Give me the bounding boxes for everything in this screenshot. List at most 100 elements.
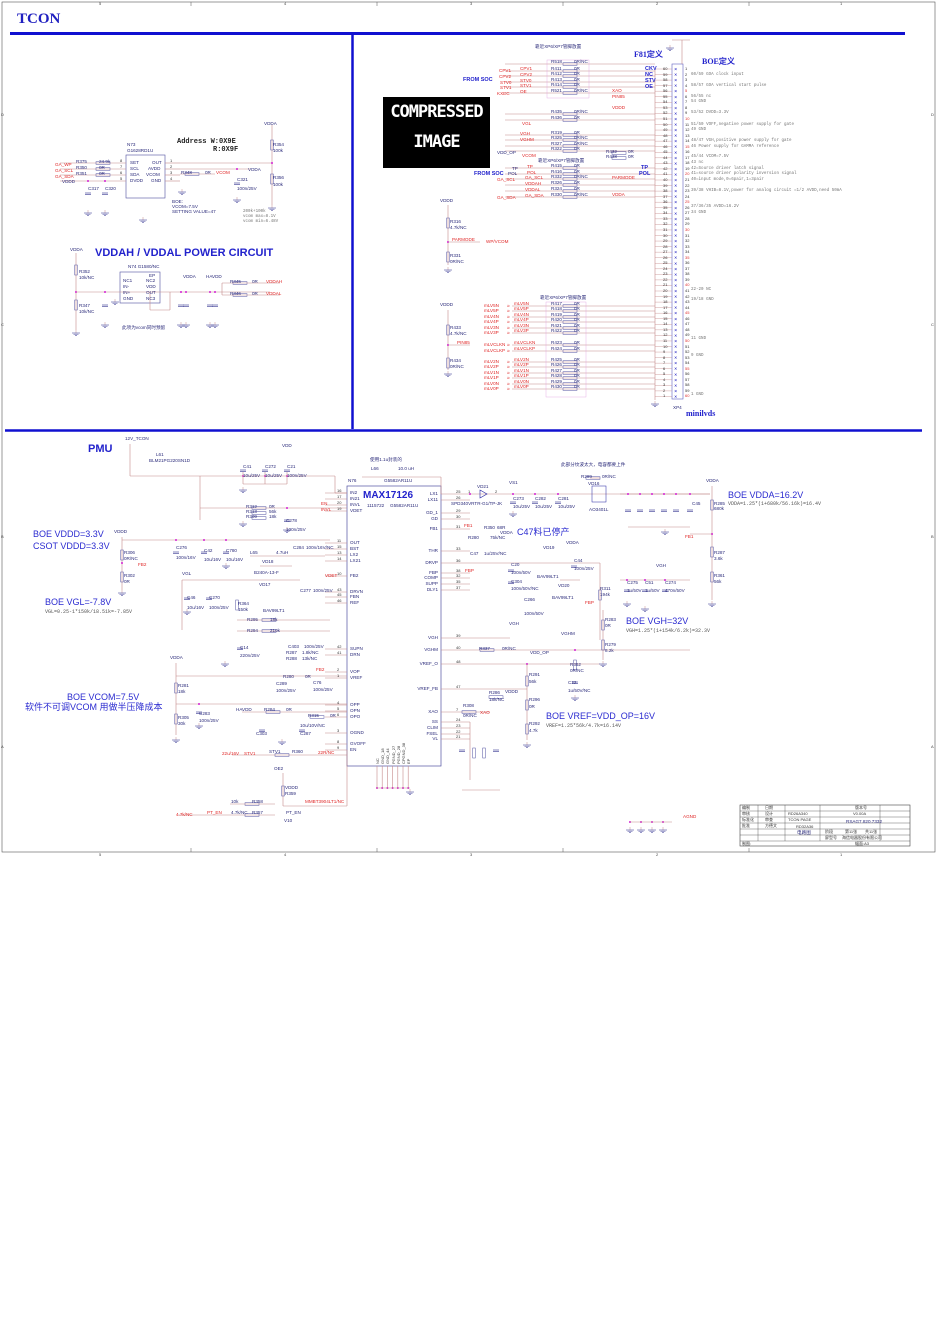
connector-pin-number: 35 xyxy=(663,204,668,210)
ic-pin-name: VDET xyxy=(350,507,363,513)
annotation: CSOT VDDD=3.3V xyxy=(33,541,110,551)
pmu-label: 150k xyxy=(238,607,248,612)
resistor-symbol xyxy=(562,133,578,137)
pmu-label: R360 xyxy=(292,749,303,754)
component-body xyxy=(119,271,161,304)
connector-pin-index: 12 xyxy=(685,127,690,133)
connector-pin-index: 48 xyxy=(685,326,690,332)
connector-pin-number: 7 xyxy=(663,360,666,366)
connector-arrow-icon: » xyxy=(507,371,510,377)
connector-arrow-icon: » xyxy=(507,376,510,382)
ic-pin-number: 9 xyxy=(337,744,340,750)
pin-contact-icon: ✕ xyxy=(674,100,677,105)
lvds-net: mLV1N xyxy=(514,368,529,373)
lvds-net: mLV0N xyxy=(514,379,529,384)
pmu-right-label: VD19 xyxy=(543,545,555,550)
resistor-symbol xyxy=(309,715,325,719)
n73-label: SET xyxy=(130,160,139,165)
connector-pin-number: 23 xyxy=(663,271,668,277)
resistor-value: 0R xyxy=(574,301,580,306)
n73-label: 0R xyxy=(99,165,105,170)
ic-pin-number: 40 xyxy=(456,644,461,650)
pmu-label: C277 xyxy=(300,588,311,593)
column-marker: 4 xyxy=(284,852,287,857)
resistor-symbol xyxy=(562,304,578,308)
resistor-symbol xyxy=(573,659,577,671)
connector-label: R434 xyxy=(450,358,461,363)
pmu-label: 100n/25V xyxy=(286,527,306,532)
connector-pin-index: 3 xyxy=(685,77,688,83)
connector-pin-number: 41 xyxy=(663,171,668,177)
pmu-label: C780 xyxy=(226,548,237,553)
pmu-right-label: 此部分纹波太大，电容都要上件 xyxy=(561,462,626,467)
row-marker: B xyxy=(931,534,934,539)
n73-label: SDA xyxy=(130,172,140,177)
resistor-symbol xyxy=(174,682,178,694)
ic-pin-number: 22 xyxy=(456,728,461,734)
n73-label: GA_SDA xyxy=(55,174,74,179)
connector-pin-index: 6 xyxy=(685,93,688,99)
resistor-symbol xyxy=(95,167,111,171)
pmu-label: VDDA xyxy=(170,655,183,660)
resistor-ref: R325 xyxy=(551,135,562,140)
title-block-field: 第11张 xyxy=(845,829,858,834)
connector-pin-index: 15 xyxy=(685,143,690,149)
resistor-ref: R411 xyxy=(551,66,562,71)
connector-label: TP xyxy=(527,164,533,169)
connector-pin-index: 17 xyxy=(685,154,690,160)
connector-pin-index: 42 xyxy=(685,293,690,299)
resistor-ref: R414 xyxy=(551,82,562,87)
connector-label: 4.7k/NC xyxy=(450,331,467,336)
resistor-value: 0R/NC xyxy=(574,174,588,179)
connector-label: R438 xyxy=(606,154,617,159)
n73-label: 100n/25V xyxy=(237,186,257,191)
row-marker: D xyxy=(931,112,934,117)
formula: VGL=0.25-1*150k/18.51k=-7.85V xyxy=(45,609,133,615)
ic-pin-number: 41 xyxy=(337,649,342,655)
connector-label: PARMODE xyxy=(452,237,475,242)
connector-pin-index: 4 xyxy=(685,82,688,88)
pmu-label: R295 xyxy=(247,617,258,622)
connector-label: 靠近XP6/XP7管脚放置 xyxy=(535,44,582,49)
column-marker: 3 xyxy=(470,1,473,6)
pmu-label: V10 xyxy=(284,818,293,823)
resistor-ref: R436 xyxy=(551,115,562,120)
pmu-right-label: 2 xyxy=(495,489,498,494)
connector-pin-number: 27 xyxy=(663,249,668,255)
pin-contact-icon: ✕ xyxy=(674,122,677,127)
pmu-right-label: 1 xyxy=(468,489,471,494)
connector-pin-index: 31 xyxy=(685,232,690,238)
pmu-label: R280 xyxy=(283,674,294,679)
ic-pin-name: DRN xyxy=(350,651,360,657)
resistor-symbol xyxy=(601,639,605,651)
pmu-right-label: R287 xyxy=(714,550,725,555)
n73-label: 0R xyxy=(205,170,211,175)
pmu-label: C303 xyxy=(256,731,267,736)
ic-pin-number: 3 xyxy=(337,727,340,733)
pin-contact-icon: ✕ xyxy=(674,355,677,360)
pmu-right-label: C44 xyxy=(574,558,583,563)
pmu-label: C289 xyxy=(276,681,287,686)
pmu-label: 100n/16V xyxy=(176,555,196,560)
n73-label: C321 xyxy=(237,177,248,182)
pmu-label: STV1 xyxy=(244,751,256,756)
title-block-field: 屏型号 xyxy=(825,835,837,840)
junction-dot xyxy=(664,579,666,581)
connector-pin-number: 22 xyxy=(663,276,668,282)
resistor-ref: R424 xyxy=(551,346,562,351)
title-block-field: 阶段 xyxy=(825,829,833,834)
pin-contact-icon: ✕ xyxy=(674,94,677,99)
connector-label: XAO xyxy=(612,88,622,93)
pmu-label: MMBT3904LT1/NC xyxy=(305,799,345,804)
connector-pin-number: 39 xyxy=(663,182,668,188)
connector-pin-number: 11 xyxy=(663,337,668,343)
pmu-label: PT_EN xyxy=(207,810,222,815)
connector-label: POL xyxy=(508,171,518,176)
pin-contact-icon: ✕ xyxy=(674,222,677,227)
pmu-right-label: VGH xyxy=(656,563,666,568)
connector-pin-index: 21 xyxy=(685,177,690,182)
ic-pin-name: OGND xyxy=(350,729,364,735)
resistor-value: 0R xyxy=(574,340,580,345)
connector-pin-index: 13 xyxy=(685,132,690,138)
pin-contact-icon: ✕ xyxy=(674,311,677,316)
